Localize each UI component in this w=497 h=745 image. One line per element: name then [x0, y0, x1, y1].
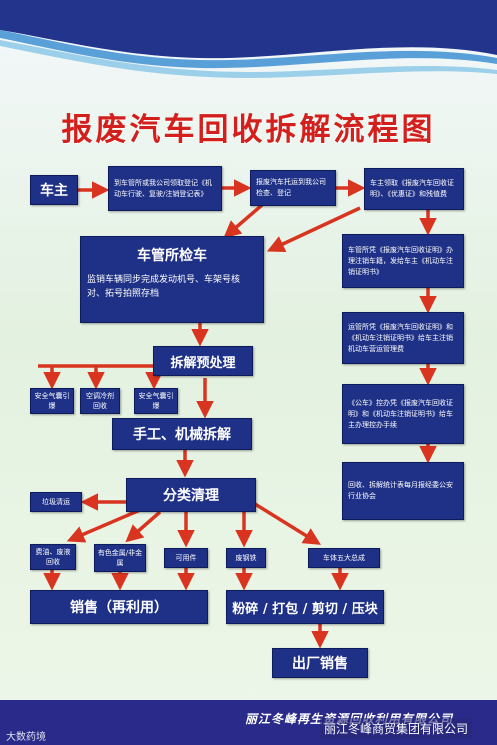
node-to-dmv: 到车管所或我公司领取登记《机动车行驶、复驶/注销登记表》 [108, 166, 222, 211]
node-stats-label: 回收、拆解统计表每月报经委公安行业协会 [348, 481, 453, 500]
arrow-certify-to-inspect [266, 206, 361, 253]
arrow-sort-to-body [254, 502, 321, 545]
node-sale-label: 销售（再利用） [70, 600, 168, 616]
node-oil-label: 费油、废液回收 [35, 548, 71, 566]
node-body5-label: 车体五大总成 [323, 554, 365, 562]
node-exit-label: 出厂销售 [292, 656, 348, 672]
node-usable: 可用件 [164, 548, 208, 568]
node-certify-label: 车主领取《报废汽车回收证明》、《优惠证》和残值费 [370, 179, 454, 198]
node-certify: 车主领取《报废汽车回收证明》、《优惠证》和残值费 [364, 168, 464, 210]
header-swoosh [0, 0, 497, 78]
node-trash: 垃圾清运 [30, 492, 82, 512]
arrow-sort-to-metal [125, 510, 162, 543]
node-trash-label: 垃圾清运 [42, 498, 70, 506]
node-metal: 有色金属/非金属 [94, 544, 146, 572]
node-insurance-label: 《公车》控办凭《报废汽车回收证明》和《机动车注销证明书》给车主办理控办手续 [348, 398, 453, 429]
node-oil: 费油、废液回收 [30, 544, 76, 570]
node-crush-label: 粉碎 / 打包 / 剪切 / 压块 [232, 601, 378, 617]
node-transport: 运管所凭《报废汽车回收证明》和《机动车注销证明书》给车主注销机动车营运管理费 [342, 312, 464, 364]
node-sort: 分类清理 [126, 478, 256, 512]
node-pretreat: 拆解预处理 [153, 346, 253, 376]
node-cancel-reg: 车管所凭《报废汽车回收证明》办理注销车籍，发给车主《机动车注销证明书》 [342, 234, 464, 288]
node-sale: 销售（再利用） [30, 590, 208, 624]
node-transport-label: 运管所凭《报废汽车回收证明》和《机动车注销证明书》给车主注销机动车营运管理费 [348, 322, 453, 353]
node-pretreat-label: 拆解预处理 [170, 355, 236, 371]
node-sort-label: 分类清理 [163, 488, 219, 504]
page-title: 报废汽车回收拆解流程图 [61, 112, 436, 148]
node-tow: 报废汽车托运到我公司检查、登记 [250, 170, 336, 206]
node-owner: 车主 [30, 175, 78, 205]
node-exit: 出厂销售 [272, 648, 368, 678]
watermark-left: 大数药境 [6, 732, 46, 743]
node-tow-label: 报废汽车托运到我公司检查、登记 [256, 178, 326, 197]
node-owner-label: 车主 [40, 183, 68, 199]
node-usable-label: 可用件 [175, 554, 197, 562]
node-dmv-inspect: 车管所检车 监销车辆同步完成发动机号、车架号核对、拓号拍照存档 [80, 236, 264, 323]
node-ac: 空调冷剂回收 [80, 388, 120, 414]
node-cancel-reg-label: 车管所凭《报废汽车回收证明》办理注销车籍，发给车主《机动车注销证明书》 [348, 245, 453, 276]
node-airbag1-label: 安全气囊引爆 [34, 392, 70, 410]
node-dmv-inspect-title: 车管所检车 [137, 248, 207, 264]
node-metal-label: 有色金属/非金属 [97, 549, 143, 567]
node-airbag2: 安全气囊引爆 [134, 388, 178, 414]
node-airbag2-label: 安全气囊引爆 [138, 392, 174, 410]
node-manual: 手工、机械拆解 [112, 418, 252, 450]
node-crush: 粉碎 / 打包 / 剪切 / 压块 [226, 590, 384, 624]
node-dmv-inspect-desc: 监销车辆同步完成发动机号、车架号核对、拓号拍照存档 [87, 275, 241, 299]
node-ac-label: 空调冷剂回收 [86, 392, 114, 410]
node-body5: 车体五大总成 [308, 548, 380, 568]
node-stats: 回收、拆解统计表每月报经委公安行业协会 [342, 462, 464, 520]
watermark-right: 丽江冬峰商贸集团有限公司 [320, 718, 473, 739]
node-insurance: 《公车》控办凭《报废汽车回收证明》和《机动车注销证明书》给车主办理控办手续 [342, 384, 464, 444]
node-scrap: 废钢铁 [226, 548, 266, 568]
node-manual-label: 手工、机械拆解 [133, 427, 231, 443]
arrow-tow-to-inspect [223, 203, 264, 239]
node-airbag1: 安全气囊引爆 [30, 388, 74, 414]
node-scrap-label: 废钢铁 [235, 554, 257, 562]
arrow-sort-to-oil [66, 508, 141, 543]
node-to-dmv-label: 到车管所或我公司领取登记《机动车行驶、复驶/注销登记表》 [114, 178, 212, 198]
